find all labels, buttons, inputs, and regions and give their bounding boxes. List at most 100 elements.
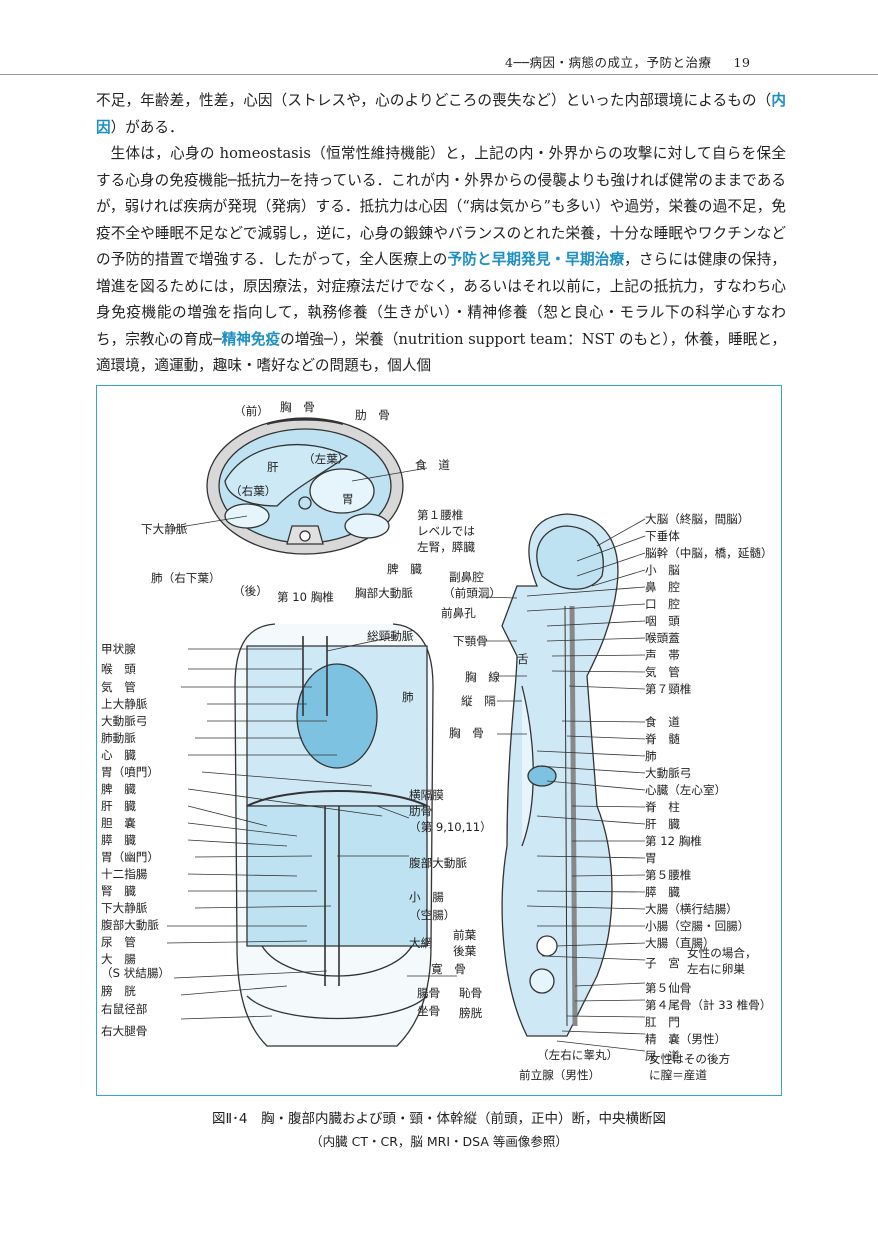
page-number: 19: [733, 55, 751, 70]
label-cs-ribs: 肋 骨: [355, 408, 390, 422]
label-cs-l1-b: レベルでは: [417, 524, 475, 538]
label-cs-liver: 肝: [267, 460, 279, 474]
label-fr-gb: 胆 嚢: [101, 816, 136, 830]
label-fr-post: 後葉: [453, 944, 477, 958]
label-sg-cord: 脊 髄: [645, 732, 680, 746]
label-fr-colon: 大 腸: [101, 952, 136, 966]
label-fr-pharynx: 喉 頭: [101, 662, 136, 676]
text-run: 生体は，心身の homeostasis（恒常性維持機能）と，上記の内・外界からの…: [96, 145, 786, 268]
label-sg-seminal: 精 嚢（男性）: [645, 1032, 727, 1046]
label-cs-left-lobe: （左葉）: [303, 452, 350, 466]
label-fr-arch: 大動脈弓: [101, 714, 148, 728]
label-fr-bladder2: 膀胱: [459, 1006, 483, 1020]
label-sg-prostate: 前立腺（男性）: [519, 1068, 601, 1082]
text-run: ，さらには健康の保持，増進を図るためには，原因療法，対症療法だけでなく，あるいは…: [96, 251, 786, 348]
label-sg-female1: 女性の場合，: [687, 946, 757, 960]
label-fr-duod: 十二指腸: [101, 867, 148, 881]
label-fr-diaphragm: 横隔膜: [409, 788, 444, 802]
label-cs-l1-a: 第１腰椎: [417, 508, 464, 522]
label-sg-stomach: 胃: [645, 851, 657, 865]
label-sg-cerebellum: 小 脳: [645, 563, 680, 577]
label-fr-ureter: 尿 管: [101, 935, 136, 949]
label-fr-hip: 寛 骨: [431, 962, 466, 976]
label-sg-larynx: 喉頭蓋: [645, 631, 680, 645]
body-text: 不足，年齢差，性差，心因（ストレスや，心のよりどころの喪失など）といった内部環境…: [96, 88, 786, 380]
label-sg-oral: 口 腔: [645, 597, 680, 611]
label-sg-vagina1: 女性はその後方: [649, 1052, 731, 1066]
label-fr-abd-aorta: 腹部大動脈: [101, 918, 159, 932]
caption-main: 図Ⅱ･4 胸・腹部内臓および頭・頸・体幹縦（前頭，正中）断，中央横断図: [212, 1111, 666, 1127]
label-sg-pharynx: 咽 頭: [645, 614, 680, 628]
label-cs-back: （後）: [233, 584, 268, 598]
label-sg-mediast: 縦 隔: [461, 694, 496, 708]
label-fr-sigmoid: （S 状結腸）: [101, 966, 171, 980]
label-cs-right-lobe: （右葉）: [230, 484, 277, 498]
label-fr-svc: 上大静脈: [101, 697, 148, 711]
label-sg-rectum: 大腸（直腸）: [645, 936, 715, 950]
label-fr-femur: 右大腿骨: [101, 1024, 148, 1038]
label-fr-ischium: 坐骨: [417, 1004, 441, 1018]
label-cs-stomach: 胃: [342, 492, 354, 506]
label-sg-thymus: 胸 線: [465, 670, 500, 684]
label-cs-aorta: 胸部大動脈: [355, 586, 413, 600]
anatomy-figure: （前） 胸 骨 肋 骨 肝 （左葉） 食 道 （右葉） 胃 下大静脈 第１腰椎 …: [96, 385, 782, 1096]
label-fr-heart: 心 臓: [101, 748, 136, 762]
label-sg-brainstem: 脳幹（中脳，橋，延髄）: [645, 546, 773, 560]
label-fr-pubis: 恥骨: [459, 986, 483, 1000]
label-sg-cerebrum: 大脳（終脳，間脳）: [645, 512, 750, 526]
label-sg-tongue: 舌: [517, 652, 529, 666]
label-cs-spleen: 脾 臓: [387, 562, 422, 576]
label-sg-small: 小腸（空腸・回腸）: [645, 919, 750, 933]
sagittal-section-diagram: [501, 513, 619, 1037]
label-sg-t12: 第 12 胸椎: [645, 834, 702, 848]
label-cs-sternum: 胸 骨: [280, 400, 315, 414]
label-sg-anus: 肛 門: [645, 1015, 680, 1029]
label-fr-cardia: 胃（噴門）: [101, 765, 159, 779]
label-sg-liver: 肝 臓: [645, 817, 680, 831]
label-sg-transverse: 大腸（横行結腸）: [645, 902, 738, 916]
label-sg-arch: 大動脈弓: [645, 766, 692, 780]
label-fr-bladder: 膀 胱: [101, 984, 136, 998]
text-run: の増強─），栄養（nutrition support team：NST のもと）…: [96, 330, 786, 375]
label-fr-ribs-no: （第 9,10,11）: [409, 820, 492, 834]
paragraph-2: 生体は，心身の homeostasis（恒常性維持機能）と，上記の内・外界からの…: [96, 141, 786, 380]
leader-lines: [166, 467, 646, 1052]
text-run: ）がある．: [110, 118, 184, 136]
label-sg-esophagus: 食 道: [645, 715, 680, 729]
label-sg-pituitary: 下垂体: [645, 529, 680, 543]
label-fr-ivc: 下大静脈: [101, 901, 148, 915]
running-head: 4──病因・病態の成立，予防と治療 19: [505, 52, 750, 71]
label-fr-pancreas: 膵 臓: [101, 833, 136, 847]
anatomy-illustration: [166, 417, 646, 1052]
label-cs-l1-c: 左腎，膵臓: [417, 540, 475, 554]
label-fr-pulm: 肺動脈: [101, 731, 136, 745]
header-rule: [0, 74, 878, 75]
label-fr-ilium: 腸骨: [417, 986, 441, 1000]
label-fr-ant: 前葉: [453, 928, 477, 942]
label-cs-esophagus: 食 道: [415, 458, 450, 472]
label-fr-small-int: 小 腸: [409, 890, 444, 904]
label-fr-liver: 肝 臓: [101, 799, 136, 813]
label-sg-female2: 左右に卵巣: [687, 962, 745, 976]
label-sg-spine: 脊 柱: [645, 800, 680, 814]
cross-section-diagram: [206, 417, 404, 555]
label-sg-uterus: 子 宮: [645, 956, 680, 970]
label-sg-jaw: 下顎骨: [453, 634, 488, 648]
chapter-title: 4──病因・病態の成立，予防と治療: [505, 55, 712, 70]
label-sg-s5: 第５仙骨: [645, 981, 692, 995]
label-sg-sinus2: （前頭洞）: [443, 586, 501, 600]
label-fr-pylorus: 胃（幽門）: [101, 850, 159, 864]
caption-sub: （内臓 CT・CR，脳 MRI・DSA 等画像参照）: [310, 1134, 568, 1149]
label-fr-lung: 肺: [402, 690, 414, 704]
label-fr-omentum: 大網: [409, 936, 433, 950]
keyword-prevention: 予防と早期発見・早期治療: [447, 251, 625, 268]
label-cs-front: （前）: [234, 404, 269, 418]
keyword-mental-immunity: 精神免疫: [221, 330, 281, 348]
label-sg-nasal: 鼻 腔: [645, 580, 680, 594]
label-sg-vagina2: に膣＝産道: [649, 1068, 707, 1082]
label-fr-ribs: 肋骨: [409, 804, 433, 818]
label-sg-c7: 第７頸椎: [645, 682, 692, 696]
label-fr-abd-aorta2: 腹部大動脈: [409, 856, 467, 870]
figure-caption: 図Ⅱ･4 胸・腹部内臓および頭・頸・体幹縦（前頭，正中）断，中央横断図 （内臓 …: [0, 1107, 878, 1150]
keyword-naiin: 内因: [96, 92, 786, 136]
